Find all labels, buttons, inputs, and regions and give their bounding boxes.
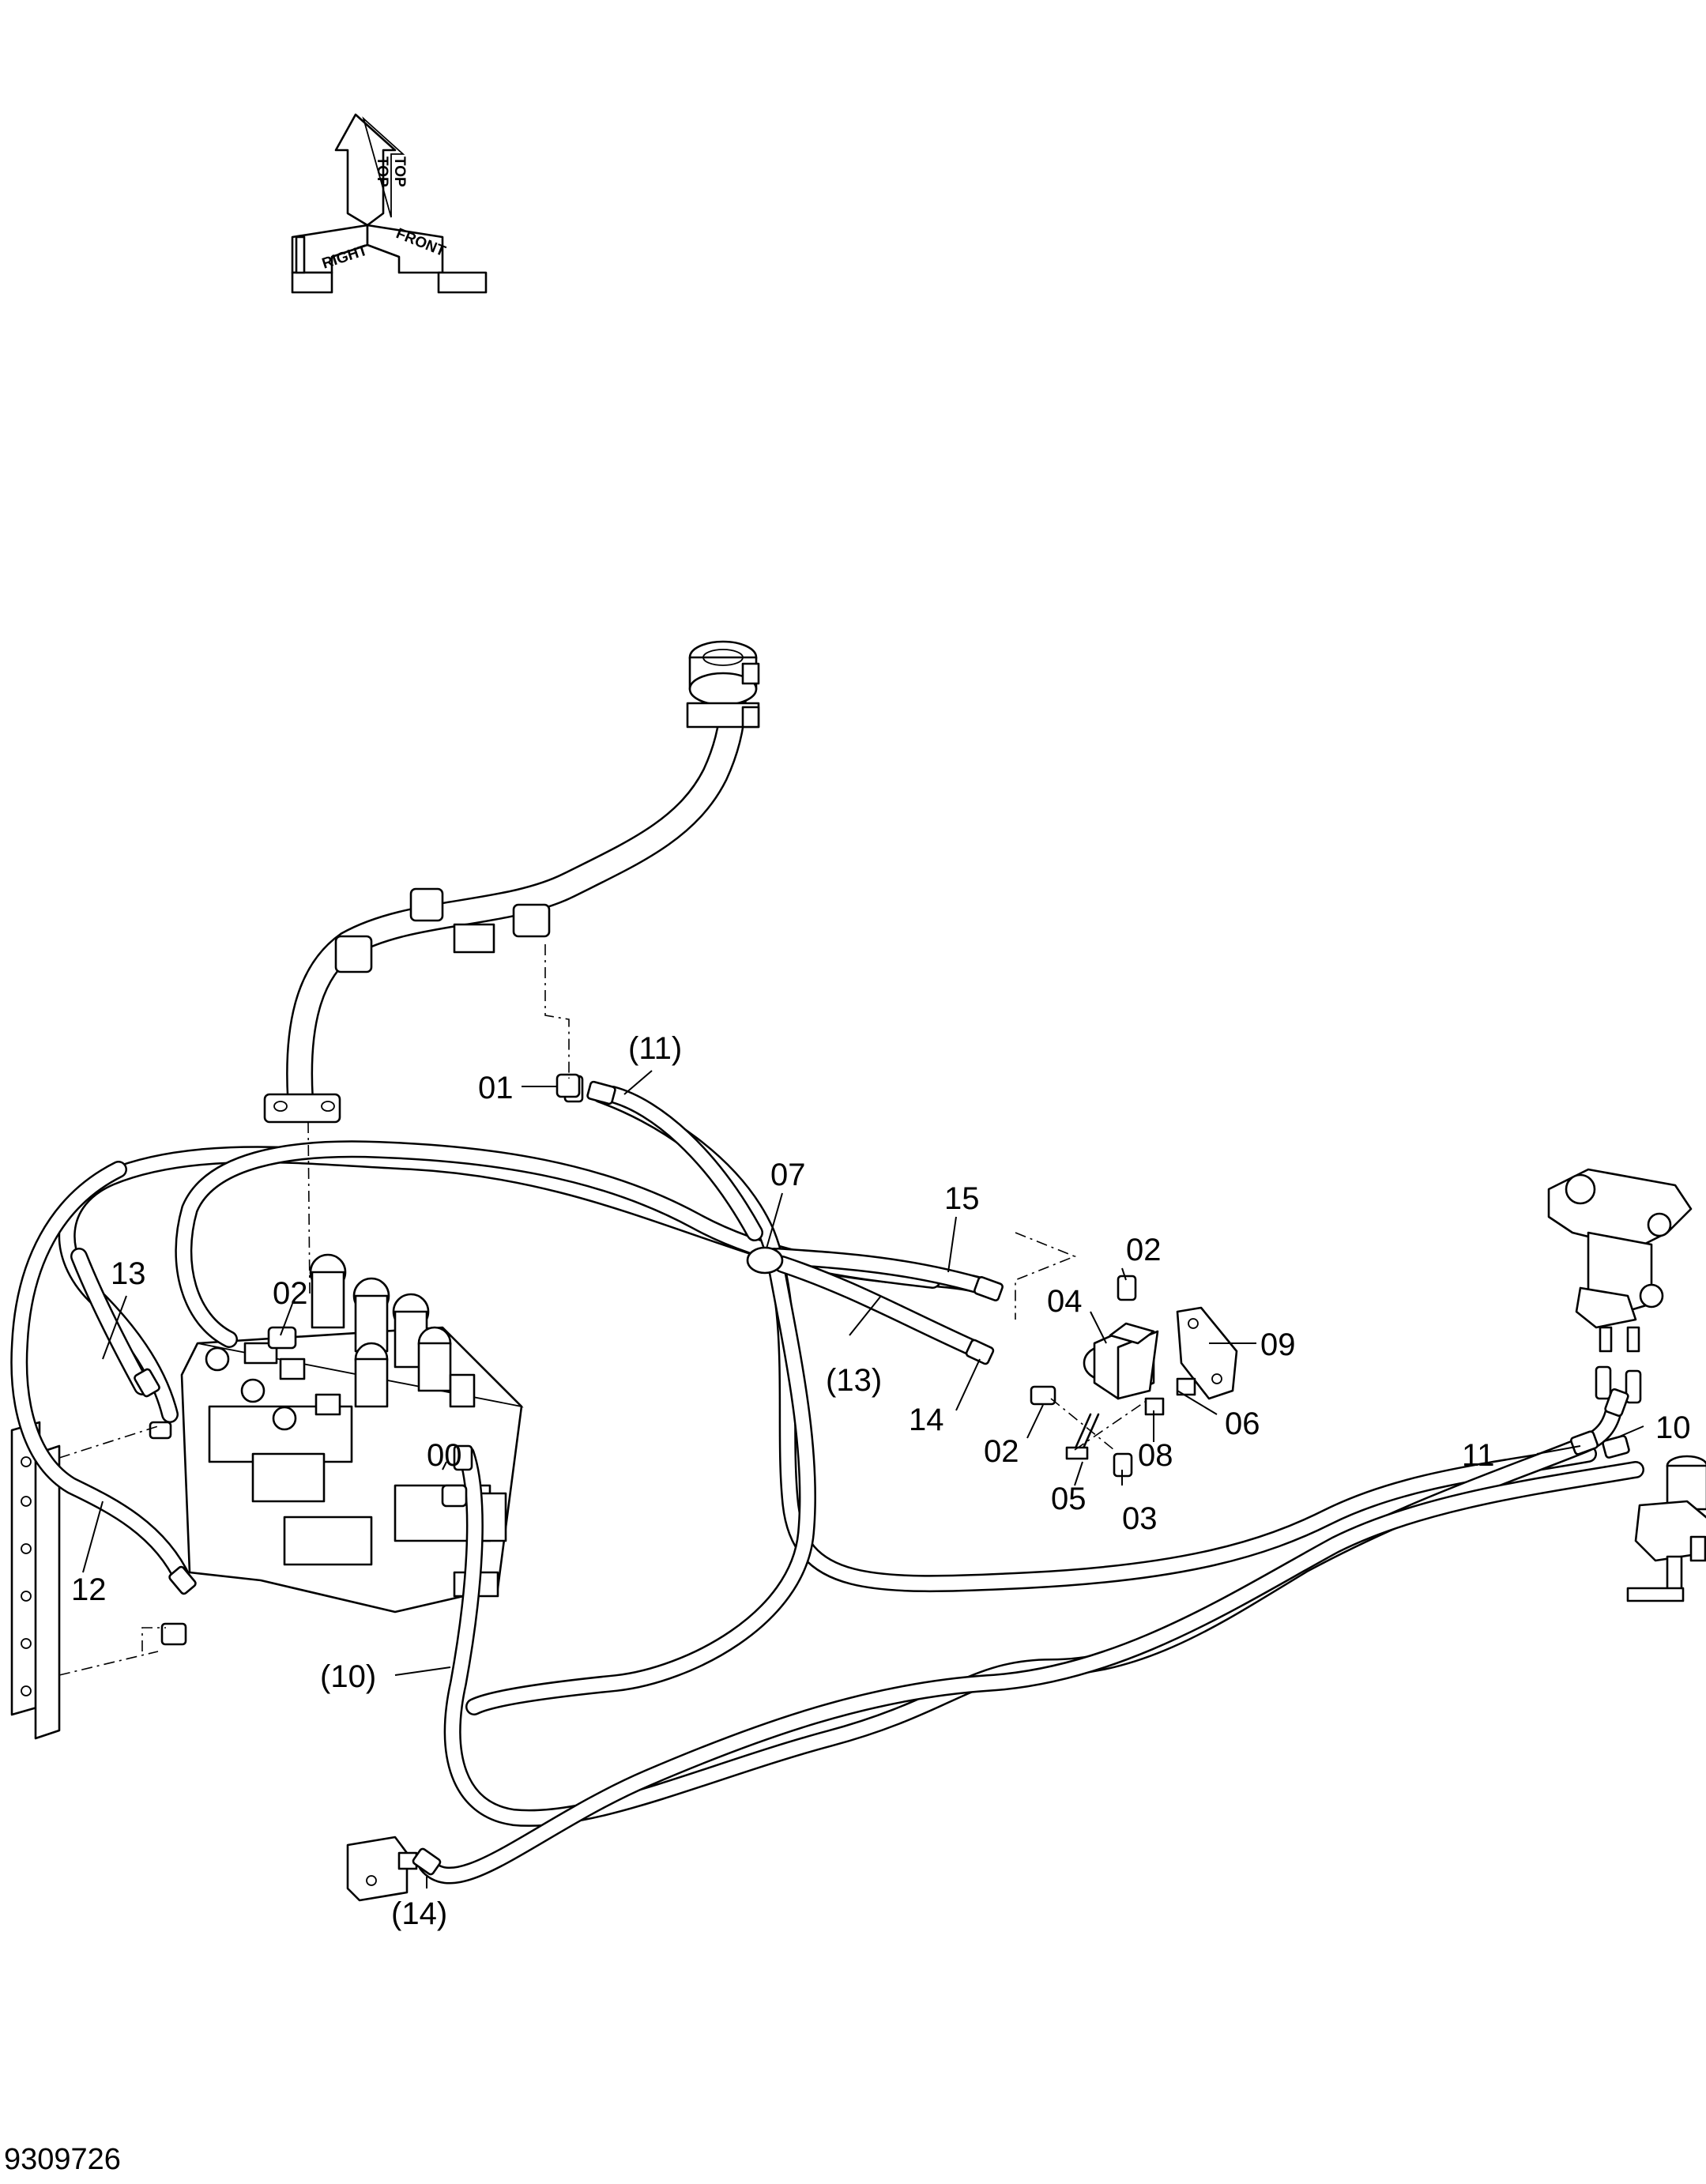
callout-10: 10 [1655, 1410, 1691, 1445]
callout-07: 07 [770, 1158, 806, 1192]
drawing-number: 9309726 [4, 2143, 121, 2176]
hose-fittings [134, 1073, 1630, 1876]
callout-14: 14 [909, 1403, 944, 1437]
solenoid-valve [1030, 1275, 1238, 1478]
alignment-lines [58, 944, 1151, 1676]
callout-05: 05 [1051, 1482, 1086, 1516]
callout-labels: 01 (11) 07 15 (13) 14 02 04 09 06 02 08 … [71, 1031, 1691, 1931]
callout-08: 08 [1138, 1438, 1173, 1473]
bracket-plate [10, 1421, 61, 1740]
callout-11-ref: (11) [628, 1031, 682, 1066]
small-block-fitting [346, 1836, 418, 1902]
pedal-valve [1547, 1168, 1693, 1404]
main-pipe [263, 640, 760, 1124]
orientation-symbol: TOP TOP RIGHT FRONT [291, 113, 488, 294]
orientation-top-label-1: TOP [374, 156, 390, 187]
callout-03: 03 [1122, 1501, 1158, 1536]
callout-11: 11 [1462, 1438, 1495, 1473]
small-valve [1626, 1455, 1706, 1602]
hose-bundle [10, 1086, 1644, 1885]
callout-13-ref: (13) [826, 1363, 882, 1398]
callout-12: 12 [71, 1572, 107, 1607]
callout-15: 15 [944, 1181, 980, 1216]
leader-lines [82, 1070, 1644, 1888]
orientation-top-label-2: TOP [391, 156, 408, 187]
callout-02-upper: 02 [1126, 1233, 1162, 1267]
callout-09: 09 [1260, 1327, 1296, 1362]
callout-06: 06 [1225, 1406, 1260, 1441]
callout-10-ref: (10) [320, 1659, 376, 1694]
callout-01: 01 [478, 1071, 514, 1105]
callout-13: 13 [111, 1256, 146, 1291]
callout-02-left: 02 [273, 1276, 308, 1311]
callout-00: 00 [427, 1438, 462, 1473]
callout-04: 04 [1047, 1284, 1083, 1319]
callout-14-ref: (14) [391, 1896, 447, 1931]
callout-02-lower: 02 [984, 1434, 1019, 1469]
